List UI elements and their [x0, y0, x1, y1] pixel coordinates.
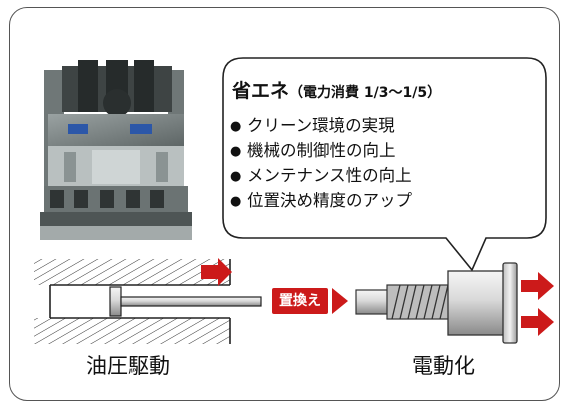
list-item: ● クリーン環境の実現 [230, 114, 412, 139]
bubble-title: 省エネ（電力消費 1/3〜1/5） [232, 76, 441, 103]
arrow-right-icon [521, 272, 554, 300]
bullet-icon: ● [230, 169, 242, 184]
speech-bubble [222, 57, 547, 272]
caption-hydraulic: 油圧駆動 [86, 354, 170, 378]
arrow-right-icon [521, 308, 554, 336]
bubble-subtitle: （電力消費 1/3〜1/5） [289, 85, 442, 101]
list-item: ● 位置決め精度のアップ [230, 189, 412, 214]
bullet-icon: ● [230, 144, 242, 159]
list-item-label: クリーン環境の実現 [247, 116, 395, 135]
list-item-label: メンテナンス性の向上 [247, 166, 412, 185]
list-item-label: 機械の制御性の向上 [247, 141, 396, 160]
ball-screw-icon [355, 262, 518, 344]
list-item-label: 位置決め精度のアップ [247, 191, 412, 210]
bullet-icon: ● [230, 119, 242, 134]
arrow-right-icon [332, 288, 348, 314]
press-machine-icon [40, 60, 192, 240]
caption-electric: 電動化 [412, 354, 475, 378]
benefit-list: ● クリーン環境の実現 ● 機械の制御性の向上 ● メンテナンス性の向上 ● 位置決め精… [230, 114, 412, 214]
replacement-badge: 置換え [272, 288, 328, 314]
hydraulic-cylinder-icon [34, 259, 262, 344]
arrow-right-icon [201, 258, 232, 286]
bullet-icon: ● [230, 194, 242, 209]
bubble-title-main: 省エネ [232, 80, 290, 102]
list-item: ● 機械の制御性の向上 [230, 139, 412, 164]
list-item: ● メンテナンス性の向上 [230, 164, 412, 189]
